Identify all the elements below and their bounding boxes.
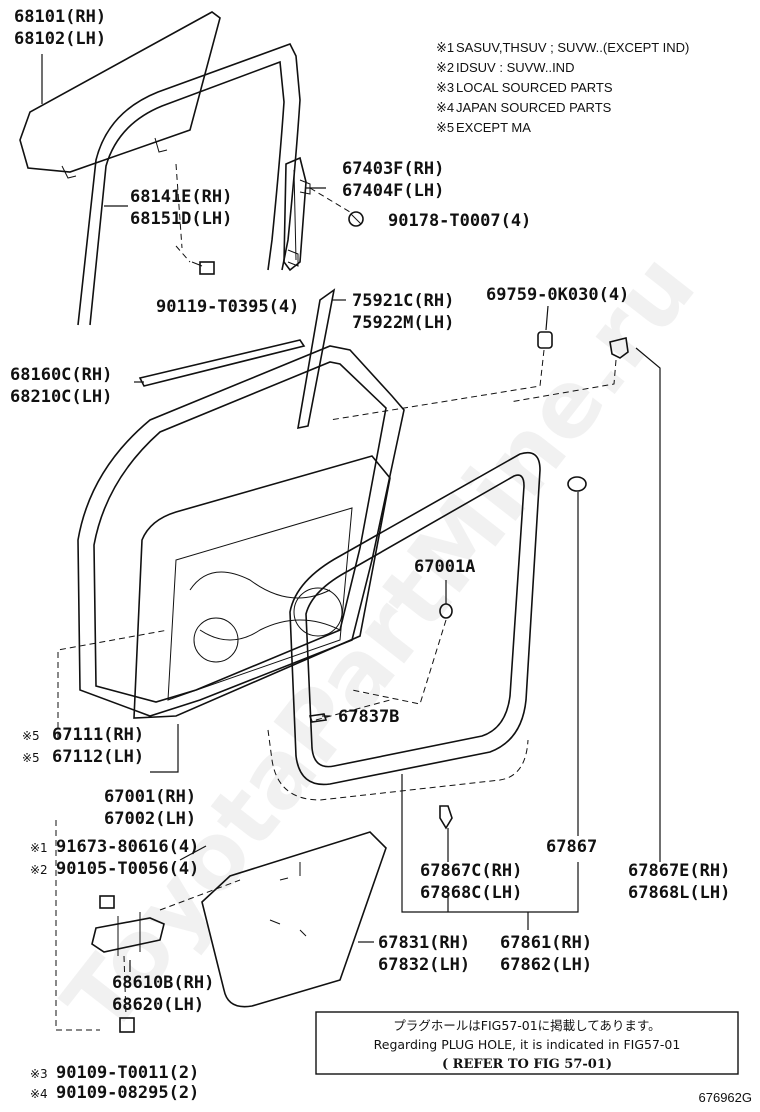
note-3-text: LOCAL SOURCED PARTS (456, 80, 613, 95)
label-67001: 67001(RH) (104, 787, 196, 807)
label-90109-T0011: 90109-T0011(2) (56, 1063, 199, 1083)
mark-3: ※3 (30, 1067, 48, 1081)
label-67837B: 67837B (338, 707, 399, 727)
label-68210C: 68210C(LH) (10, 387, 112, 407)
label-68610B: 68610B(RH) (112, 973, 214, 993)
mark-1: ※1 (30, 841, 48, 855)
figure-number: 676962G (699, 1090, 753, 1105)
label-91673: 91673-80616(4) (56, 837, 199, 857)
label-90105: 90105-T0056(4) (56, 859, 199, 879)
note-5-text: EXCEPT MA (456, 120, 531, 135)
note-2-text: IDSUV : SUVW..IND (456, 60, 574, 75)
label-67861: 67861(RH) (500, 933, 592, 953)
label-69759: 69759-0K030(4) (486, 285, 629, 305)
note-4-text: JAPAN SOURCED PARTS (456, 100, 612, 115)
mark-2: ※2 (30, 863, 48, 877)
note-1-text: SASUV,THSUV ; SUVW..(EXCEPT IND) (456, 40, 689, 55)
bolt-90119-drawing (175, 163, 215, 275)
mark-4: ※4 (30, 1087, 48, 1101)
door-glass-drawing (19, 11, 221, 179)
service-hole-cover-drawing (201, 831, 387, 1008)
reference-line-refer: ( REFER TO FIG 57-01) (442, 1057, 612, 1072)
glass-run-channel-drawing (77, 43, 301, 326)
label-67832: 67832(LH) (378, 955, 470, 975)
note-4-mark: ※4 (436, 100, 454, 115)
mark-5a: ※5 (22, 729, 40, 743)
label-67831: 67831(RH) (378, 933, 470, 953)
label-67403F: 67403F(RH) (342, 159, 444, 179)
weatherstrip-drawing (267, 451, 541, 801)
label-67867E: 67867E(RH) (628, 861, 730, 881)
label-68141E: 68141E(RH) (130, 187, 232, 207)
reference-line-en: Regarding PLUG HOLE, it is indicated in … (374, 1037, 681, 1052)
label-67002: 67002(LH) (104, 809, 196, 829)
label-90119: 90119-T0395(4) (156, 297, 299, 317)
door-hinge-drawing (91, 879, 241, 1033)
label-67112: 67112(LH) (52, 747, 144, 767)
label-68620: 68620(LH) (112, 995, 204, 1015)
label-67001A: 67001A (414, 557, 475, 577)
note-3-mark: ※3 (436, 80, 454, 95)
label-67862: 67862(LH) (500, 955, 592, 975)
label-90109-08295: 90109-08295(2) (56, 1083, 199, 1103)
note-2-mark: ※2 (436, 60, 454, 75)
label-75922M: 75922M(LH) (352, 313, 454, 333)
note-1-mark: ※1 (436, 40, 454, 55)
label-67868L: 67868L(LH) (628, 883, 730, 903)
frame-molding-drawing (297, 288, 336, 430)
part-labels: 68101(RH) 68102(LH) 68141E(RH) 68151D(LH… (10, 7, 730, 1103)
label-90178: 90178-T0007(4) (388, 211, 531, 231)
reference-line-jp: プラグホールはFIG57-01に掲載してあります。 (393, 1018, 660, 1033)
rear-channel-drawing (283, 156, 351, 272)
label-68101: 68101(RH) (14, 7, 106, 27)
label-67111: 67111(RH) (52, 725, 144, 745)
plug-hole-reference-box: プラグホールはFIG57-01に掲載してあります。 Regarding PLUG… (315, 1011, 739, 1075)
belt-molding-drawing (138, 339, 306, 387)
label-68160C: 68160C(RH) (10, 365, 112, 385)
bolt-90178-drawing (348, 211, 364, 227)
watermark-text: ToyotaPartMine.ru (43, 234, 716, 1053)
label-67867C: 67867C(RH) (420, 861, 522, 881)
label-68102: 68102(LH) (14, 29, 106, 49)
note-5-mark: ※5 (436, 120, 454, 135)
clips-drawing (308, 331, 629, 830)
notes-legend: ※1 SASUV,THSUV ; SUVW..(EXCEPT IND) ※2 I… (436, 40, 689, 135)
mark-5b: ※5 (22, 751, 40, 765)
label-67404F: 67404F(LH) (342, 181, 444, 201)
label-67867: 67867 (546, 837, 597, 857)
label-68151D: 68151D(LH) (130, 209, 232, 229)
leader-lines (41, 54, 661, 1031)
label-67868C: 67868C(LH) (420, 883, 522, 903)
label-75921C: 75921C(RH) (352, 291, 454, 311)
